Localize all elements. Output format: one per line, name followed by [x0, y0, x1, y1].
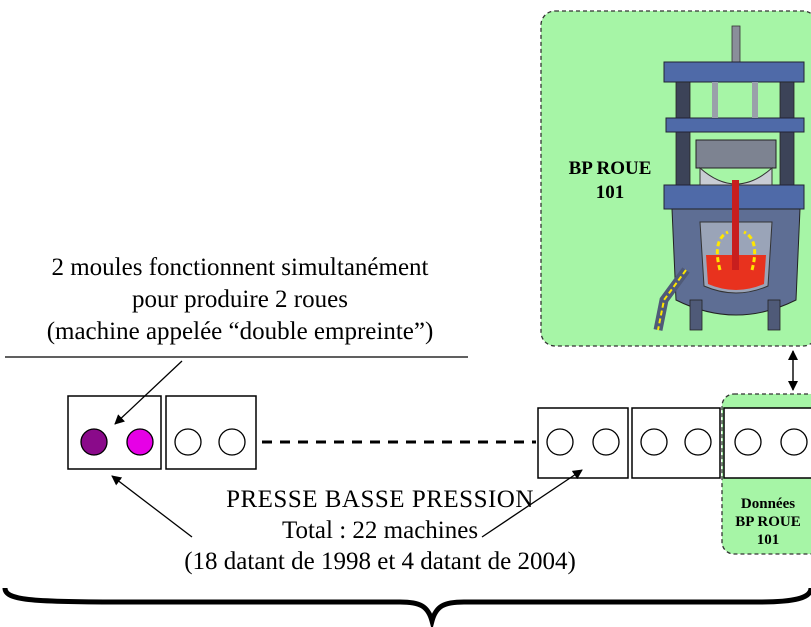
data-box-line-1: Données [740, 496, 796, 512]
machine-panel-label-2: 101 [595, 182, 625, 203]
press-machine-illustration [653, 25, 805, 331]
label-arrow-left [111, 475, 193, 538]
machine-cell [165, 395, 257, 470]
press-total: Total : 22 machines [281, 517, 479, 544]
caption-line-3: (machine appelée “double empreinte”) [46, 318, 434, 345]
machine-cell [723, 407, 811, 479]
label-arrow-right [481, 469, 583, 538]
machine-cell [67, 395, 162, 470]
machine-cell [631, 407, 721, 479]
caption-line-2: pour produire 2 roues [132, 286, 348, 313]
data-box-line-3: 101 [756, 532, 780, 548]
caption-arrow [114, 360, 183, 425]
curly-brace [2, 587, 811, 627]
machine-panel-label-1: BP ROUE [568, 158, 652, 179]
press-detail: (18 datant de 1998 et 4 datant de 2004) [184, 548, 576, 575]
caption-line-1: 2 moules fonctionnent simultanément [51, 254, 429, 281]
data-box-line-2: BP ROUE [735, 514, 801, 530]
mould-1 [80, 428, 108, 456]
mould-2 [126, 428, 154, 456]
press-title: PRESSE BASSE PRESSION [226, 486, 534, 513]
machine-cell [537, 407, 629, 479]
